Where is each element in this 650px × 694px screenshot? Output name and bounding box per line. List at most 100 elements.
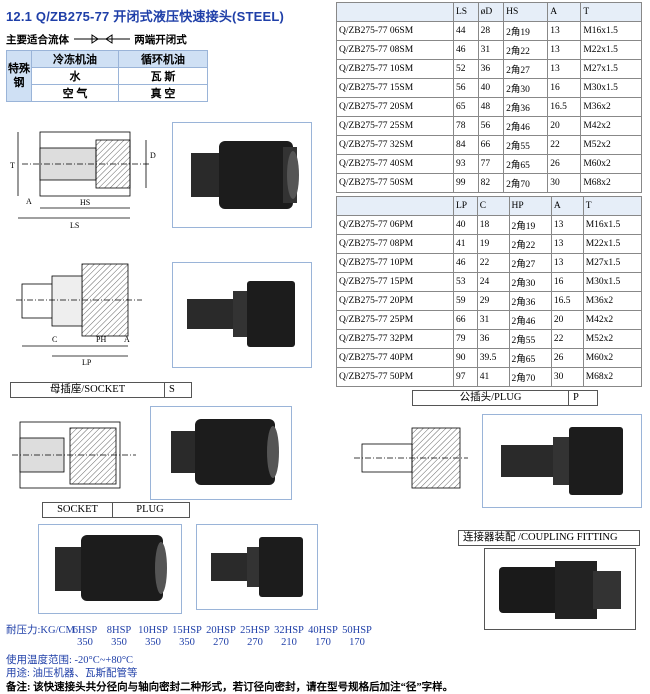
plug-cell: 2角65 xyxy=(508,348,552,368)
socket-cell: 46 xyxy=(453,40,479,60)
socket-header-cell xyxy=(336,2,454,22)
socket-cell: 2角46 xyxy=(503,116,549,136)
socket-cell: 13 xyxy=(547,40,582,60)
pressure-value: 210 xyxy=(281,637,297,648)
pressure-label: 耐压力:KG/CM xyxy=(6,625,75,636)
plug-cell: M36x2 xyxy=(582,291,643,311)
plug-text: PLUG xyxy=(136,504,164,515)
socket-cell: Q/ZB275-77 32SM xyxy=(336,135,454,155)
plug-cell: M16x1.5 xyxy=(582,215,643,235)
plug-cell: Q/ZB275-77 32PM xyxy=(336,329,454,349)
socket-cell: 28 xyxy=(477,21,505,41)
plug-cell: M60x2 xyxy=(582,348,643,368)
pressure-model: 15HSP xyxy=(172,625,202,636)
plug-cell: M68x2 xyxy=(582,367,643,387)
end-type-label: 两端开闭式 xyxy=(134,35,187,46)
pressure-value: 350 xyxy=(145,637,161,648)
plug-cell: 16.5 xyxy=(550,291,584,311)
plug-cell: 29 xyxy=(476,291,510,311)
dim-c: C xyxy=(52,335,57,344)
plug-cell: 13 xyxy=(550,215,584,235)
socket-text: SOCKET xyxy=(43,503,113,517)
socket-cell: Q/ZB275-77 50SM xyxy=(336,173,454,193)
socket-code: S xyxy=(169,384,175,395)
dim-hs: HS xyxy=(80,198,90,207)
media-header: 冷冻机油 xyxy=(31,50,119,68)
pressure-value: 270 xyxy=(247,637,263,648)
plug-cell: 41 xyxy=(453,234,478,254)
plug-cell: 39.5 xyxy=(476,348,510,368)
socket-cell: 26 xyxy=(547,154,582,174)
socket-cell: Q/ZB275-77 40SM xyxy=(336,154,454,174)
valve-symbol-icon xyxy=(72,34,132,47)
plug-cell: 16 xyxy=(550,272,584,292)
plug-code: P xyxy=(573,392,579,403)
plug-cell: 20 xyxy=(550,310,584,330)
plug-cell: 40 xyxy=(453,215,478,235)
plug-cell: Q/ZB275-77 15PM xyxy=(336,272,454,292)
remark-note: 备注: 该快速接头共分径向与轴向密封二种形式，若订径向密封，请在型号规格后加注“… xyxy=(6,682,454,693)
socket-cell: 2角36 xyxy=(503,97,549,117)
socket-cell: 40 xyxy=(477,78,505,98)
plug-cn-label: 公插头/PLUG xyxy=(413,391,569,405)
plug-label: 公插头/PLUG P xyxy=(412,390,598,406)
plug-header-cell: HP xyxy=(508,196,552,216)
plug-header-cell: T xyxy=(582,196,643,216)
plug-cell: 22 xyxy=(476,253,510,273)
plug-cell: 36 xyxy=(476,329,510,349)
socket-cell: Q/ZB275-77 08SM xyxy=(336,40,454,60)
media-cell: 真 空 xyxy=(118,84,208,102)
socket-cell: 82 xyxy=(477,173,505,193)
pressure-model: 6HSP xyxy=(72,625,98,636)
plug-cell: Q/ZB275-77 10PM xyxy=(336,253,454,273)
pressure-model: 20HSP xyxy=(206,625,236,636)
plug-cell: Q/ZB275-77 20PM xyxy=(336,291,454,311)
dim-t: T xyxy=(10,161,15,170)
pressure-model: 10HSP xyxy=(138,625,168,636)
socket-assembly-drawing xyxy=(12,421,136,489)
socket-plug-label: SOCKET PLUG xyxy=(42,502,190,518)
plug-cell: 2角36 xyxy=(508,291,552,311)
media-cell: 空 气 xyxy=(31,84,119,102)
socket-cell: 93 xyxy=(453,154,479,174)
socket-assembly-photo xyxy=(150,406,292,500)
socket-cell: M42x2 xyxy=(580,116,642,136)
socket-cell: 48 xyxy=(477,97,505,117)
plug-cell: 19 xyxy=(476,234,510,254)
plug-cell: 41 xyxy=(476,367,510,387)
socket-header-cell: T xyxy=(580,2,642,22)
socket-cell: 77 xyxy=(477,154,505,174)
dim-a: A xyxy=(26,197,32,206)
socket-cell: 56 xyxy=(477,116,505,136)
media-cell: 瓦 斯 xyxy=(118,67,208,85)
socket-header-cell: øD xyxy=(477,2,505,22)
socket-cell: 99 xyxy=(453,173,479,193)
socket-cell: M27x1.5 xyxy=(580,59,642,79)
socket-cell: 2角30 xyxy=(503,78,549,98)
socket-cell: Q/ZB275-77 15SM xyxy=(336,78,454,98)
plug-cell: Q/ZB275-77 08PM xyxy=(336,234,454,254)
socket-cell: 2角27 xyxy=(503,59,549,79)
bottom-socket-photo xyxy=(38,524,182,614)
plug-assembly-drawing xyxy=(354,427,468,489)
socket-cell: 78 xyxy=(453,116,479,136)
plug-cell: 2角27 xyxy=(508,253,552,273)
socket-header-cell: HS xyxy=(503,2,549,22)
pressure-model: 8HSP xyxy=(106,625,132,636)
plug-assembly-photo xyxy=(482,414,642,508)
socket-cell: 2角55 xyxy=(503,135,549,155)
page-title: 12.1 Q/ZB275-77 开闭式液压快速接头(STEEL) xyxy=(6,9,285,24)
plug-header-cell: C xyxy=(476,196,510,216)
